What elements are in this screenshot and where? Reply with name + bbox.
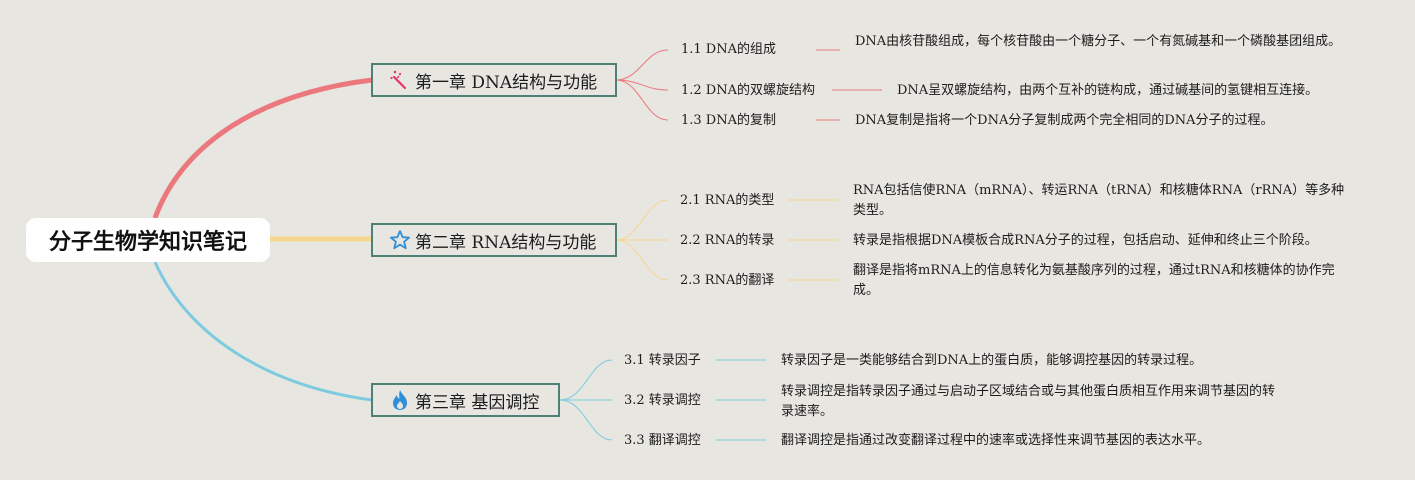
topic-desc-3-1: 转录因子是一类能够结合到DNA上的蛋白质，能够调控基因的转录过程。 <box>781 353 1203 368</box>
root-title: 分子生物学知识笔记 <box>48 230 247 255</box>
topic-desc-1-2: DNA呈双螺旋结构，由两个互补的链构成，通过碱基间的氢键相互连接。 <box>897 83 1319 98</box>
topic-label-1-1[interactable]: 1.1 DNA的组成 <box>681 42 776 57</box>
topic-desc-2-1: RNA包括信使RNA（mRNA）、转运RNA（tRNA）和核糖体RNA（rRNA… <box>853 183 1345 218</box>
topic-label-2-1[interactable]: 2.1 RNA的类型 <box>680 193 775 208</box>
chapter-node-3[interactable]: 第三章 基因调控 <box>371 383 560 417</box>
topic-label-3-3[interactable]: 3.3 翻译调控 <box>624 433 701 448</box>
topic-label-1-3[interactable]: 1.3 DNA的复制 <box>681 113 776 128</box>
chapter-title-3: 第三章 基因调控 <box>415 392 540 413</box>
chapter-node-1[interactable]: 第一章 DNA结构与功能 <box>371 63 617 97</box>
root-node[interactable]: 分子生物学知识笔记 <box>26 218 270 262</box>
topic-label-1-2[interactable]: 1.2 DNA的双螺旋结构 <box>681 83 815 98</box>
topic-desc-1-1: DNA由核苷酸组成，每个核苷酸由一个糖分子、一个有氮碱基和一个磷酸基团组成。 <box>855 34 1342 49</box>
chapter-title-1: 第一章 DNA结构与功能 <box>415 72 598 93</box>
fire-icon <box>389 389 411 411</box>
star-icon <box>389 229 411 251</box>
magic-wand-icon <box>389 69 411 91</box>
chapter-3-connectors <box>559 359 766 441</box>
topic-desc-3-3: 翻译调控是指通过改变翻译过程中的速率或选择性来调节基因的表达水平。 <box>781 433 1211 448</box>
topic-desc-2-2: 转录是指根据DNA模板合成RNA分子的过程，包括启动、延伸和终止三个阶段。 <box>853 233 1318 248</box>
topic-desc-1-3: DNA复制是指将一个DNA分子复制成两个完全相同的DNA分子的过程。 <box>855 113 1274 128</box>
chapter-2-connectors <box>615 199 838 281</box>
chapter-1-connectors <box>615 49 882 121</box>
topic-desc-2-3: 翻译是指将mRNA上的信息转化为氨基酸序列的过程，通过tRNA和核糖体的协作完成… <box>853 263 1335 298</box>
topic-label-3-1[interactable]: 3.1 转录因子 <box>624 353 701 368</box>
branch-connector-1 <box>152 77 373 219</box>
chapter-node-2[interactable]: 第二章 RNA结构与功能 <box>371 223 617 257</box>
topic-label-2-3[interactable]: 2.3 RNA的翻译 <box>680 273 775 288</box>
topic-desc-3-2: 转录调控是指转录因子通过与启动子区域结合或与其他蛋白质相互作用来调节基因的转录速… <box>781 384 1276 419</box>
topic-label-2-2[interactable]: 2.2 RNA的转录 <box>680 233 775 248</box>
topic-label-3-2[interactable]: 3.2 转录调控 <box>624 393 701 408</box>
branch-connector-3 <box>153 261 373 402</box>
chapter-title-2: 第二章 RNA结构与功能 <box>415 232 597 253</box>
